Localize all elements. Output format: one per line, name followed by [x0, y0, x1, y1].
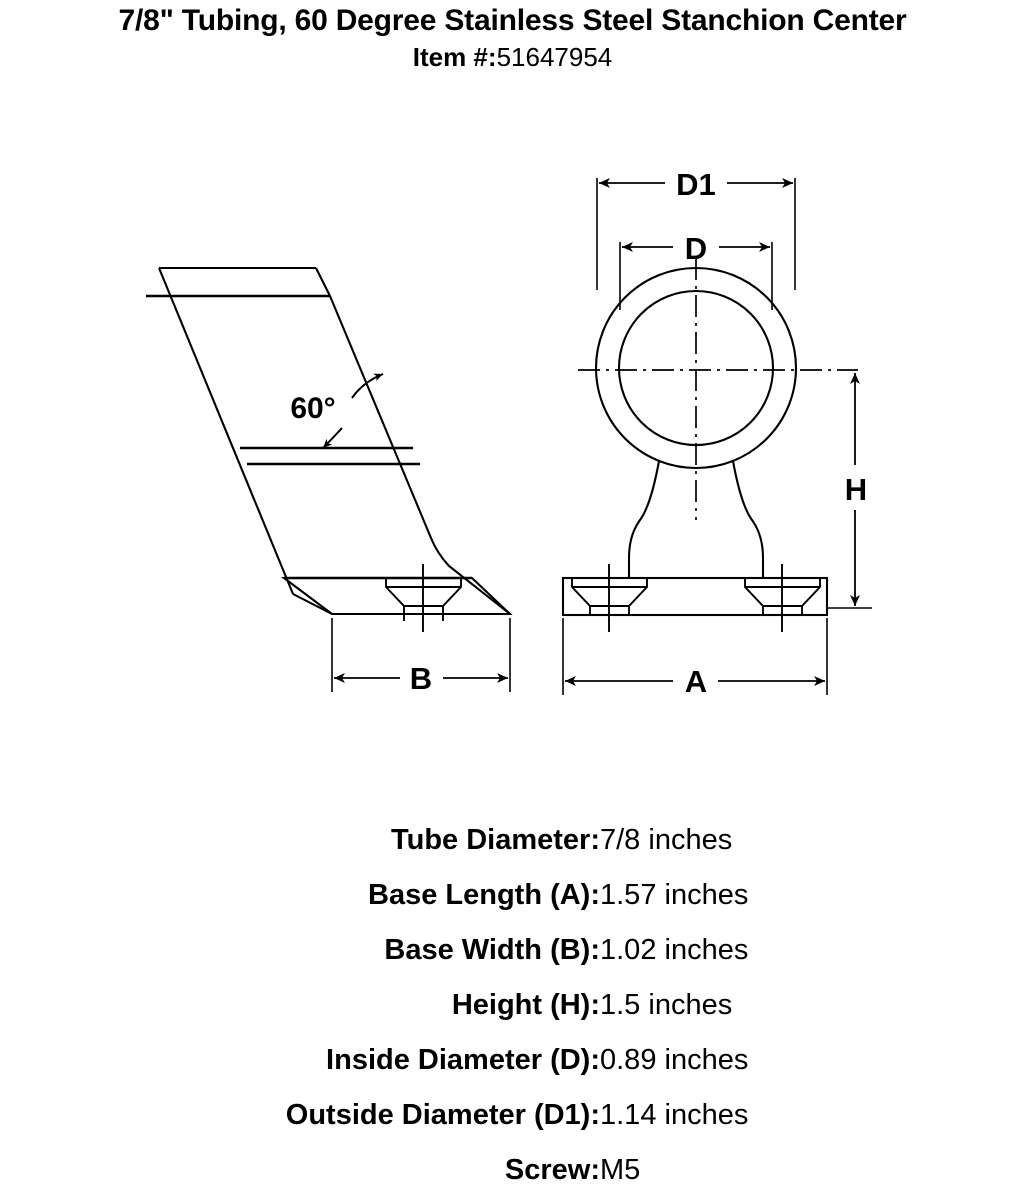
side-view-top-right-edge	[315, 267, 331, 297]
item-number-label: Item #:	[412, 42, 497, 72]
spec-value: 1.5 inches	[600, 988, 733, 1021]
front-view-base-plate	[561, 576, 829, 617]
item-number-line: Item #:51647954	[0, 41, 1025, 73]
table-row: Tube Diameter: 7/8 inches	[0, 812, 1025, 867]
page-title: 7/8" Tubing, 60 Degree Stainless Steel S…	[118, 4, 907, 37]
spec-value: M5	[600, 1153, 641, 1186]
spec-label: Screw:	[504, 1153, 600, 1186]
spec-label: Outside Diameter (D1):	[285, 1098, 600, 1131]
dimension-d1-group: D1	[596, 167, 796, 290]
specifications-table-body: Tube Diameter: 7/8 inches Base Length (A…	[0, 812, 1025, 1197]
spec-label: Inside Diameter (D):	[326, 1043, 600, 1076]
table-row: Outside Diameter (D1): 1.14 inches	[0, 1087, 1025, 1142]
angle-leader-upper	[351, 373, 384, 399]
spec-label: Base Width (B):	[384, 933, 600, 966]
spec-label: Base Length (A):	[368, 878, 600, 911]
dimension-a-group: A	[562, 618, 828, 699]
spec-value: 7/8 inches	[600, 823, 733, 856]
spec-label: Tube Diameter:	[391, 823, 600, 856]
dim-d1-label: D1	[676, 167, 716, 202]
dim-a-label: A	[685, 664, 707, 699]
technical-drawing: 60° B	[146, 167, 872, 699]
front-view-stem-right	[731, 460, 765, 578]
side-view-left-edge	[158, 267, 294, 595]
dim-b-label: B	[410, 661, 432, 696]
dim-d-label: D	[685, 231, 707, 266]
front-view-stem-left	[627, 460, 661, 578]
dimension-h-group: H	[827, 373, 872, 609]
spec-label: Height (H):	[451, 988, 600, 1021]
table-row: Height (H): 1.5 inches	[0, 977, 1025, 1032]
side-view-base-left-slant	[292, 593, 333, 615]
screw-centerlines-group	[608, 564, 783, 632]
spec-value: 0.89 inches	[600, 1043, 749, 1076]
table-row: Base Width (B): 1.02 inches	[0, 922, 1025, 977]
specifications-table: Tube Diameter: 7/8 inches Base Length (A…	[0, 812, 1025, 1197]
table-row: Base Length (A): 1.57 inches	[0, 867, 1025, 922]
angle-label: 60°	[290, 392, 335, 425]
spec-value: 1.57 inches	[600, 878, 749, 911]
centerlines-group	[578, 258, 858, 520]
item-number-value: 51647954	[496, 42, 613, 72]
title-block: 7/8" Tubing, 60 Degree Stainless Steel S…	[0, 0, 1025, 73]
table-row: Inside Diameter (D): 0.89 inches	[0, 1032, 1025, 1087]
spec-value: 1.02 inches	[600, 933, 749, 966]
front-view	[561, 266, 829, 617]
side-view-60-degree	[146, 266, 513, 621]
side-view-base-outline	[280, 576, 513, 616]
dimension-d-group: D	[619, 231, 773, 310]
dimension-b-group: B	[331, 618, 511, 696]
angle-leader-lower	[322, 427, 343, 449]
side-view-right-edge	[329, 295, 511, 615]
dim-h-label: H	[845, 472, 867, 507]
table-row: Screw: M5	[0, 1142, 1025, 1197]
spec-value: 1.14 inches	[600, 1098, 749, 1131]
angle-annotation-group: 60°	[290, 373, 384, 449]
